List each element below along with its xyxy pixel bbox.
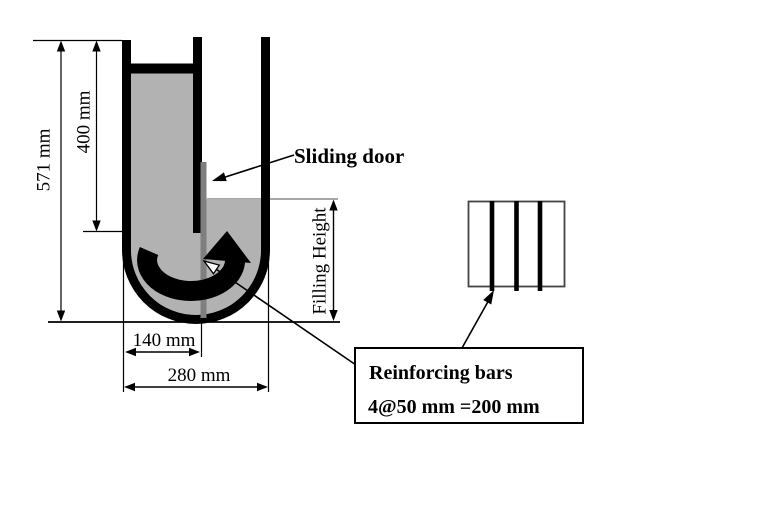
dim-571-bottom-arrowhead-icon <box>56 310 66 322</box>
dim-280-left-arrowhead-icon <box>124 382 135 392</box>
reinforcing-bars-callout <box>354 347 584 424</box>
callout-line2: 4@50 mm =200 mm <box>368 396 540 418</box>
label-filling-height: Filling Height <box>309 207 330 315</box>
concrete-fill-left-column <box>131 71 202 251</box>
sliding-door-arrowhead-icon <box>212 172 227 182</box>
dim-140-right-arrowhead-icon <box>189 347 200 357</box>
dim-400-top-arrowhead-icon <box>92 40 101 52</box>
callout-line1: Reinforcing bars <box>369 362 513 384</box>
dim-280-right-arrowhead-icon <box>257 382 268 392</box>
bars-location-leader-line <box>212 266 357 366</box>
sliding-door-leader-line <box>215 154 295 181</box>
label-sliding-door: Sliding door <box>294 144 404 168</box>
bars-section-arrowhead-icon <box>483 290 494 305</box>
sliding-door-gate <box>200 162 207 318</box>
dim-400-bottom-arrowhead-icon <box>92 220 101 232</box>
label-total-width: 280 mm <box>168 365 231 386</box>
dim-fh-bottom-arrowhead-icon <box>329 310 338 321</box>
label-total-height: 571 mm <box>33 128 54 191</box>
flow-direction-arrow <box>137 247 246 302</box>
label-column-height: 400 mm <box>73 90 94 153</box>
vessel-outline <box>122 37 270 324</box>
dim-fh-top-arrowhead-icon <box>329 199 338 211</box>
flow-arrowhead-icon <box>203 231 251 263</box>
dim-571-top-arrowhead-icon <box>56 40 66 52</box>
bars-section-leader-line <box>461 297 491 349</box>
bars-location-arrowhead-icon <box>202 259 221 275</box>
label-half-width: 140 mm <box>133 330 196 351</box>
dim-140-left-arrowhead-icon <box>125 347 136 357</box>
